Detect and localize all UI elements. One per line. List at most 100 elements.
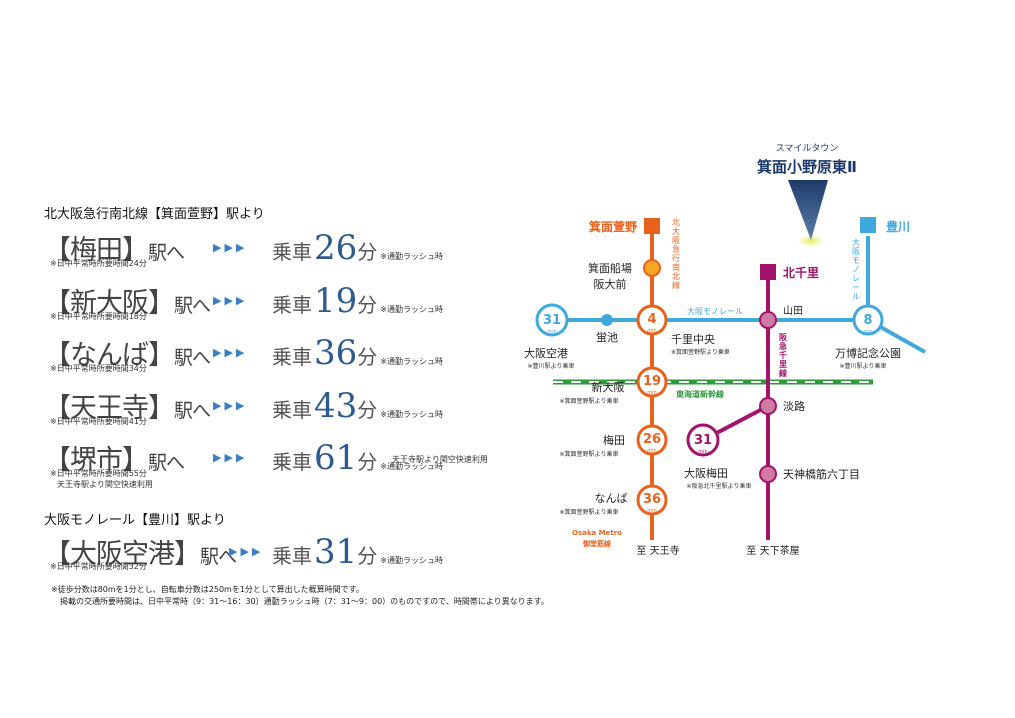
svg-text:急: 急 bbox=[672, 244, 680, 254]
route-ride-time: 乗車61分※通勤ラッシュ時 bbox=[272, 438, 443, 478]
svg-text:4: 4 bbox=[647, 312, 656, 327]
station-dot-tenjinbashi bbox=[759, 465, 777, 483]
svg-text:min: min bbox=[647, 448, 656, 454]
station-dot-yamada bbox=[759, 311, 777, 329]
shinkansen-label: 東海道新幹線 bbox=[676, 389, 724, 399]
svg-text:北: 北 bbox=[672, 218, 680, 227]
route-ride-time: 乗車36分※通勤ラッシュ時 bbox=[272, 333, 443, 373]
monorail-vertical-label: 大 阪 モ ノ レ ー ル bbox=[852, 237, 860, 301]
route-destination: 【新大阪】駅へ bbox=[44, 288, 211, 319]
station-label-handaimae: 阪大前 bbox=[594, 277, 627, 291]
station-label-shin-osaka: 新大阪 bbox=[592, 380, 625, 394]
arrow-right-icon: ▶▶▶ bbox=[213, 294, 248, 307]
svg-text:ー: ー bbox=[852, 283, 860, 292]
station-dot-minoh-senba bbox=[643, 259, 661, 277]
svg-text:里: 里 bbox=[779, 360, 787, 369]
route-destination: 【天王寺】駅へ bbox=[44, 393, 211, 424]
svg-text:min: min bbox=[647, 328, 656, 334]
svg-text:阪: 阪 bbox=[672, 236, 680, 245]
svg-text:ノ: ノ bbox=[852, 265, 860, 274]
time-badge-4: 4 min bbox=[636, 304, 668, 336]
svg-text:19: 19 bbox=[643, 374, 661, 389]
svg-text:大: 大 bbox=[852, 237, 860, 247]
svg-text:31: 31 bbox=[694, 433, 712, 448]
kitasenri-terminal-icon bbox=[760, 264, 776, 280]
route-normal-time: ※日中平常時所要時間32分 bbox=[50, 562, 147, 571]
svg-text:モ: モ bbox=[852, 256, 860, 265]
svg-text:min: min bbox=[647, 390, 656, 396]
route-normal-time: ※日中平常時所要時間34分 bbox=[50, 364, 147, 373]
route-ride-time: 乗車26分※通勤ラッシュ時 bbox=[272, 228, 443, 268]
arrow-right-icon: ▶▶▶ bbox=[213, 346, 248, 359]
station-label-yamada: 山田 bbox=[783, 305, 803, 317]
metro-line-label: 御堂筋線 bbox=[582, 539, 611, 548]
time-badge-osaka-umeda: 31 min bbox=[686, 423, 720, 457]
route-destination: 【梅田】駅へ bbox=[44, 235, 185, 266]
minoh-kayano-terminal-icon bbox=[644, 218, 660, 234]
station-note-senri-chuo: ※箕面萱野駅より乗車 bbox=[671, 348, 730, 356]
route-destination: 【大阪空港】駅へ bbox=[44, 539, 237, 570]
svg-text:千: 千 bbox=[779, 350, 787, 360]
svg-text:行: 行 bbox=[672, 253, 680, 263]
svg-text:レ: レ bbox=[852, 274, 860, 283]
station-label-umeda: 梅田 bbox=[603, 433, 625, 447]
station-label-minoh-senba: 箕面船場 bbox=[588, 261, 632, 275]
monorail-label: 大阪モノレール bbox=[687, 306, 743, 316]
route-ride-time: 乗車19分※通勤ラッシュ時 bbox=[272, 281, 443, 321]
time-badge-osaka-airport: 31 min bbox=[535, 303, 569, 337]
station-note-umeda: ※箕面萱野駅より乗車 bbox=[560, 450, 619, 458]
svg-text:阪: 阪 bbox=[852, 247, 860, 256]
svg-text:阪: 阪 bbox=[779, 332, 788, 342]
hankyu-vertical-label: 阪 急 千 里 線 bbox=[779, 332, 788, 378]
time-badge-26: 26 min bbox=[636, 424, 668, 456]
station-note-banpaku: ※豊川駅より乗車 bbox=[840, 362, 887, 370]
station-label-osaka-umeda: 大阪梅田 bbox=[684, 466, 728, 480]
section-title-monorail: 大阪モノレール【豊川】駅より bbox=[44, 513, 226, 528]
station-label-osaka-airport: 大阪空港 bbox=[524, 346, 568, 360]
footnote: 掲載の交通所要時間は、日中平常時（9：31〜16：30）通勤ラッシュ時（7：31… bbox=[60, 597, 549, 606]
time-badge-19: 19 min bbox=[636, 366, 668, 398]
kitakyu-vertical-label: 北 大 阪 急 行 南 北 線 bbox=[672, 218, 680, 290]
property-glow bbox=[797, 235, 825, 247]
station-label-minoh-kayano: 箕面萱野 bbox=[589, 219, 637, 234]
metro-label: Osaka Metro bbox=[572, 529, 622, 537]
time-badge-banpaku: 8 min bbox=[852, 304, 884, 336]
svg-text:min: min bbox=[863, 329, 872, 335]
hankyu-branch-line bbox=[710, 404, 769, 438]
svg-text:北: 北 bbox=[672, 272, 680, 281]
property-marker-icon bbox=[788, 180, 828, 240]
arrow-right-icon: ▶▶▶ bbox=[213, 451, 248, 464]
arrow-right-icon: ▶▶▶ bbox=[213, 399, 248, 412]
section-title-kitakyu: 北大阪急行南北線【箕面萱野】駅より bbox=[44, 207, 265, 222]
station-note-namba: ※箕面萱野駅より乗車 bbox=[560, 508, 619, 516]
station-label-banpaku: 万博記念公園 bbox=[835, 346, 901, 360]
station-dot-awaji bbox=[759, 397, 777, 415]
route-destination: 【堺市】駅へ bbox=[44, 445, 185, 476]
station-note-shin-osaka: ※箕面萱野駅より乗車 bbox=[560, 397, 619, 405]
route-ride-time: 乗車31分※通勤ラッシュ時 bbox=[272, 532, 443, 572]
footnote: ※徒歩分数は80mを1分とし、自転車分数は250mを1分として算出した概算時間で… bbox=[51, 585, 364, 594]
svg-text:線: 線 bbox=[779, 368, 787, 378]
station-label-awaji: 淡路 bbox=[783, 400, 805, 413]
svg-text:ル: ル bbox=[852, 292, 860, 301]
station-note-osaka-umeda: ※阪急北千里駅より乗車 bbox=[687, 482, 752, 490]
svg-text:急: 急 bbox=[779, 341, 787, 351]
direction-tenkachaya: 至 天下茶屋 bbox=[746, 544, 799, 557]
svg-text:31: 31 bbox=[543, 313, 561, 328]
route-normal-time: ※日中平常時所要時間24分 bbox=[50, 259, 147, 268]
svg-text:大: 大 bbox=[672, 226, 680, 236]
station-label-toyokawa: 豊川 bbox=[886, 219, 910, 234]
station-label-tenjinbashi: 天神橋筋六丁目 bbox=[783, 467, 860, 481]
station-label-namba: なんば bbox=[595, 492, 628, 505]
svg-text:min: min bbox=[547, 329, 556, 335]
property-subtitle: スマイルタウン bbox=[776, 143, 839, 154]
station-label-kitasenri: 北千里 bbox=[783, 265, 819, 280]
station-label-hotarugaike: 蛍池 bbox=[596, 330, 618, 344]
route-destination: 【なんば】駅へ bbox=[44, 340, 211, 371]
svg-text:線: 線 bbox=[672, 280, 680, 290]
toyokawa-terminal-icon bbox=[860, 217, 876, 233]
direction-tennoji: 至 天王寺 bbox=[636, 545, 679, 557]
arrow-right-icon: ▶▶▶ bbox=[229, 545, 264, 558]
route-transfer-tag: 天王寺駅より関空快速利用 bbox=[392, 455, 488, 464]
